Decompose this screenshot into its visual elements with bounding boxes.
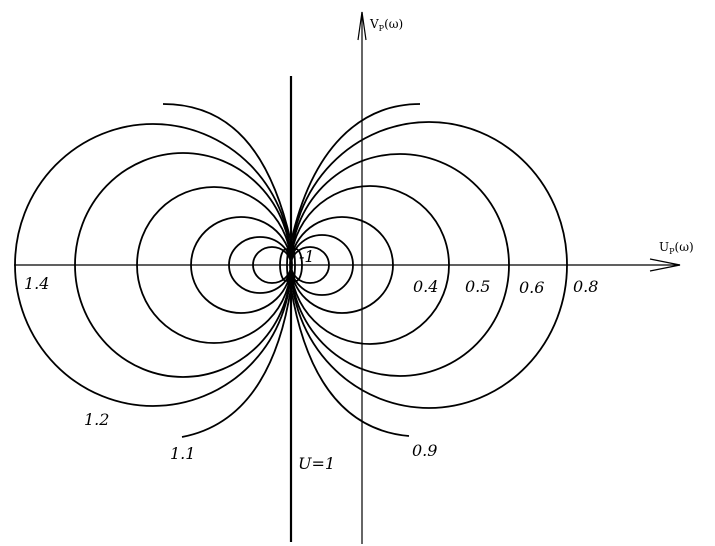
label-0.4: 0.4	[413, 277, 438, 296]
curve-center-right	[289, 248, 303, 282]
label-1.2: 1.2	[84, 410, 109, 429]
x-axis-arrow	[649, 258, 681, 272]
label-minus-1: -1	[299, 247, 315, 266]
curve-1.1-top	[162, 103, 292, 243]
label-1.4: 1.4	[24, 274, 49, 293]
curve-center-core	[286, 244, 296, 286]
label-0.8: 0.8	[573, 277, 598, 296]
label-u1: U=1	[298, 454, 335, 473]
label-1.1: 1.1	[170, 444, 195, 463]
label-0.6: 0.6	[519, 278, 544, 297]
label-0.5: 0.5	[465, 277, 490, 296]
curve-0.9-bottom	[290, 287, 410, 437]
x-axis-label: UP(ω)	[659, 240, 694, 256]
curve-1.1-bottom	[181, 287, 292, 438]
y-axis-label: VP(ω)	[369, 17, 403, 33]
y-axis-arrow	[357, 11, 367, 41]
label-0.9: 0.9	[412, 441, 437, 460]
curve-center-left	[279, 248, 293, 282]
curve-0.9-top	[290, 103, 421, 243]
curve-inner-right-2	[290, 246, 330, 284]
